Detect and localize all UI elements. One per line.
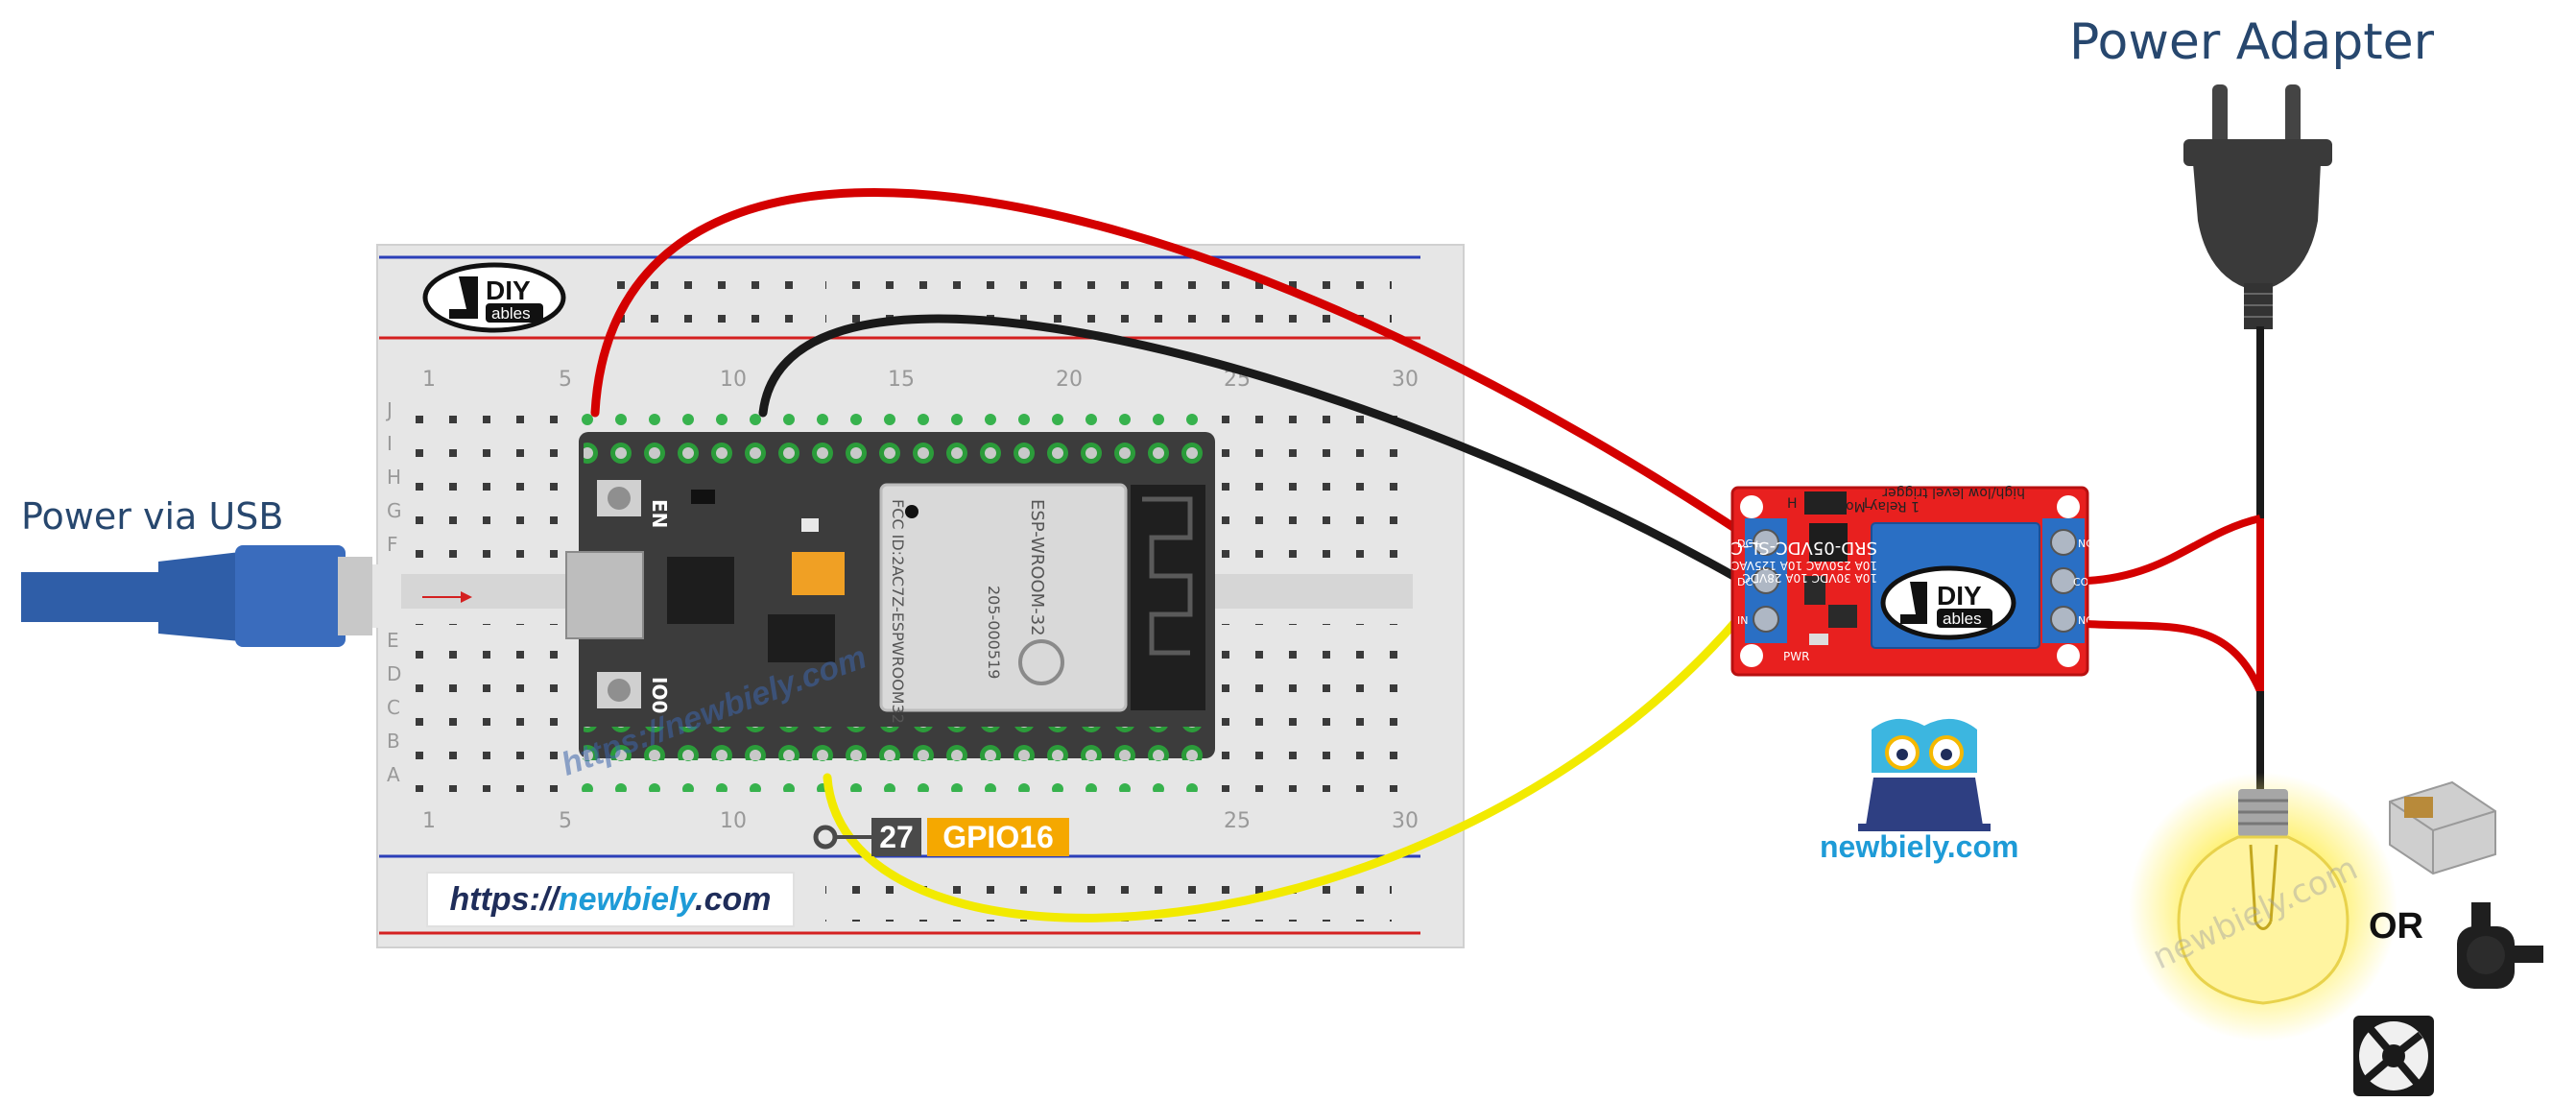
url-suffix: .com — [695, 881, 772, 918]
url-brand: newbiely — [558, 881, 696, 918]
usb-cable-icon — [21, 545, 401, 647]
light-bulb-icon — [2129, 773, 2397, 1042]
row-label: B — [387, 730, 400, 753]
row-label: J — [385, 398, 393, 421]
col-label: 25 — [1224, 809, 1251, 833]
logo-ables: ables — [491, 304, 531, 323]
jumper-h: H — [1787, 496, 1798, 512]
relay-subtitle: high/low level trigger — [1882, 485, 2025, 500]
pwr-label: PWR — [1783, 650, 1809, 663]
io0-label: IO0 — [648, 677, 671, 713]
micro-usb-port — [565, 551, 644, 639]
col-label: 30 — [1392, 368, 1419, 392]
pin-dc-plus: DC+ — [1737, 538, 1761, 550]
relay-rating2: 10A 30VDC 10A 28VDC — [1742, 571, 1877, 585]
pin-in: IN — [1737, 614, 1748, 627]
chip-text: ESP-WROOM-32 — [1027, 499, 1047, 636]
relay-logo-diy: DIY — [1937, 581, 1982, 611]
io0-button — [608, 679, 631, 702]
en-button — [608, 487, 631, 510]
power-plug-icon — [2183, 84, 2332, 329]
col-label: 15 — [888, 368, 915, 392]
esp32-board: EN IO0 ESP-WROOM-32 FCC ID:2AC7Z-ESPWROO… — [565, 432, 1215, 760]
usb-uart-chip — [667, 557, 734, 624]
row-label: C — [387, 696, 400, 719]
or-label: OR — [2369, 906, 2423, 946]
relay-part: SRD-05VDC-SL-C — [1730, 538, 1877, 558]
col-label: 5 — [559, 809, 572, 833]
solenoid-lock-icon — [2389, 780, 2496, 875]
cert-text: 205-000519 — [985, 586, 1003, 679]
wire-red-vcc — [590, 188, 1747, 538]
wire-red-com — [2087, 515, 2261, 585]
pin-number-label: 27 — [871, 818, 921, 856]
esp32-pin-header-bottom — [584, 727, 1212, 760]
pin-dc-minus: DC- — [1737, 576, 1756, 588]
relay-module: 1 Relay Module high/low level trigger L … — [1730, 485, 2098, 677]
owl-laptop-icon — [1858, 718, 1991, 831]
website-url: https://newbiely.com — [426, 872, 795, 927]
pin-nc: NC — [2078, 538, 2093, 550]
row-label: E — [387, 629, 399, 652]
power-adapter-title: Power Adapter — [2069, 13, 2435, 71]
url-prefix: https:// — [449, 881, 559, 918]
power-via-usb-label: Power via USB — [21, 495, 284, 538]
wire-black-gnd — [758, 314, 1747, 586]
pcb-antenna — [1131, 485, 1205, 710]
voltage-regulator — [768, 614, 835, 662]
en-label: EN — [648, 499, 671, 528]
newbiely-brand-text: newbiely.com — [1820, 829, 2019, 864]
row-label: D — [387, 662, 401, 685]
fan-icon — [2353, 1016, 2434, 1096]
row-label: G — [387, 499, 402, 522]
wire-yellow-signal — [823, 610, 1747, 922]
esp32-pin-header-top — [584, 432, 1212, 466]
fcc-text: FCC ID:2AC7Z-ESPWROOM32 — [889, 499, 907, 724]
jumper — [1804, 491, 1847, 515]
logo-diy: DIY — [486, 276, 531, 305]
col-label: 10 — [720, 809, 747, 833]
water-pump-icon — [2457, 902, 2543, 989]
jumper-l: L — [1864, 496, 1872, 512]
col-label: 30 — [1392, 809, 1419, 833]
esp-wroom-32-shield — [879, 483, 1128, 712]
col-label: 20 — [1056, 368, 1083, 392]
wire-red-no — [2087, 620, 2264, 693]
pin-gpio-label: GPIO16 — [927, 818, 1069, 856]
col-label: 5 — [559, 368, 572, 392]
row-label: H — [387, 466, 401, 489]
col-label: 10 — [720, 368, 747, 392]
row-label: I — [387, 432, 393, 455]
row-label: F — [387, 533, 398, 556]
col-label: 1 — [422, 368, 436, 392]
relay-logo-ables: ables — [1943, 610, 1982, 628]
col-label: 1 — [422, 809, 436, 833]
diy-ables-logo: DIY ables — [422, 262, 566, 333]
tantalum-capacitor — [792, 552, 845, 595]
relay-rating1: 10A 250VAC 10A 125VAC — [1731, 559, 1877, 572]
row-label: A — [387, 763, 400, 786]
